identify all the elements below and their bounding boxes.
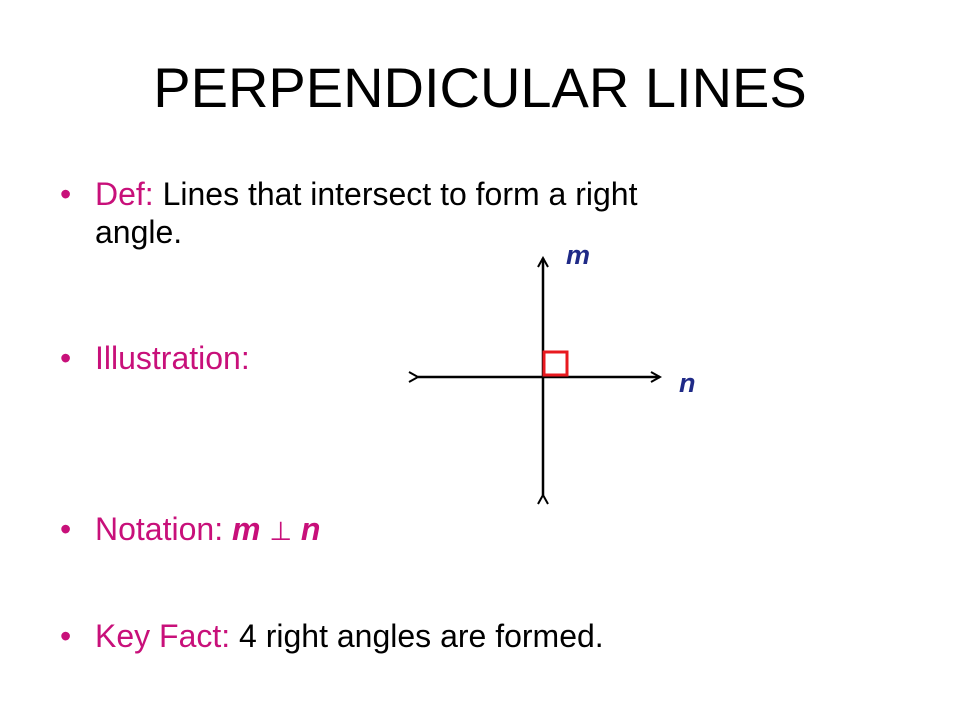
notation-var-n: n [300,511,321,547]
bullet-definition: • Def: Lines that intersect to form a ri… [60,175,860,255]
illustration-label: Illustration: [95,340,250,376]
bullet-dot-icon: • [60,618,72,654]
bullet-notation: • Notation: m ⊥ n [60,510,560,550]
bullet-illustration: • Illustration: [60,339,360,379]
perpendicular-symbol-icon: ⊥ [269,516,292,546]
notation-label: Notation: [95,511,224,547]
key-fact-text: 4 right angles are formed. [230,618,604,654]
perpendicular-lines-diagram [400,245,700,510]
definition-text: Lines that intersect to form a right [153,176,638,212]
bullet-dot-icon: • [60,340,72,376]
bullet-dot-icon: • [60,176,72,212]
right-angle-square-icon [542,350,569,377]
definition-line-1: Def: Lines that intersect to form a righ… [95,175,637,213]
bullet-dot-icon: • [60,511,72,547]
line-m-label: m [566,240,591,270]
notation-var-m: m [231,511,261,547]
definition-label: Def: [95,176,154,212]
key-fact-label: Key Fact: [95,618,231,654]
bullet-key-fact: • Key Fact: 4 right angles are formed. [60,617,860,657]
key-fact-line: Key Fact: 4 right angles are formed. [95,617,604,655]
notation-line: Notation: m ⊥ n [95,510,320,550]
definition-line-2: angle. [95,214,183,250]
line-n-label: n [679,368,696,398]
slide-title: PERPENDICULAR LINES [153,56,807,119]
